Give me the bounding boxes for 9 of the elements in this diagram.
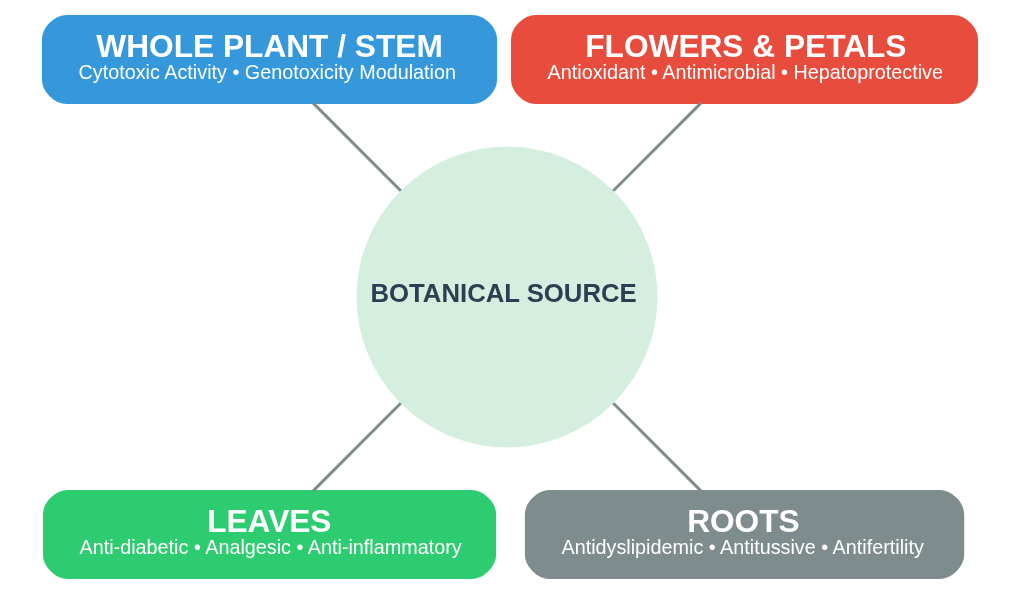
connector: [312, 402, 402, 492]
node-box: LEAVES Anti-diabetic • Analgesic • Anti-inflammatory: [42, 490, 497, 580]
node-box: FLOWERS & PETALS Antioxidant • Antimicrobial • Hepatoprotective: [511, 14, 979, 104]
connector: [312, 102, 402, 192]
connector: [612, 102, 702, 192]
node-circle: BOTANICAL SOURCE: [356, 146, 658, 448]
node-box: WHOLE PLANT / STEM Cytotoxic Activity • Genotoxicity Modulation: [41, 14, 498, 104]
node-box: ROOTS Antidyslipidemic • Antitussive • Antifertility: [524, 490, 965, 580]
connector: [612, 402, 702, 492]
